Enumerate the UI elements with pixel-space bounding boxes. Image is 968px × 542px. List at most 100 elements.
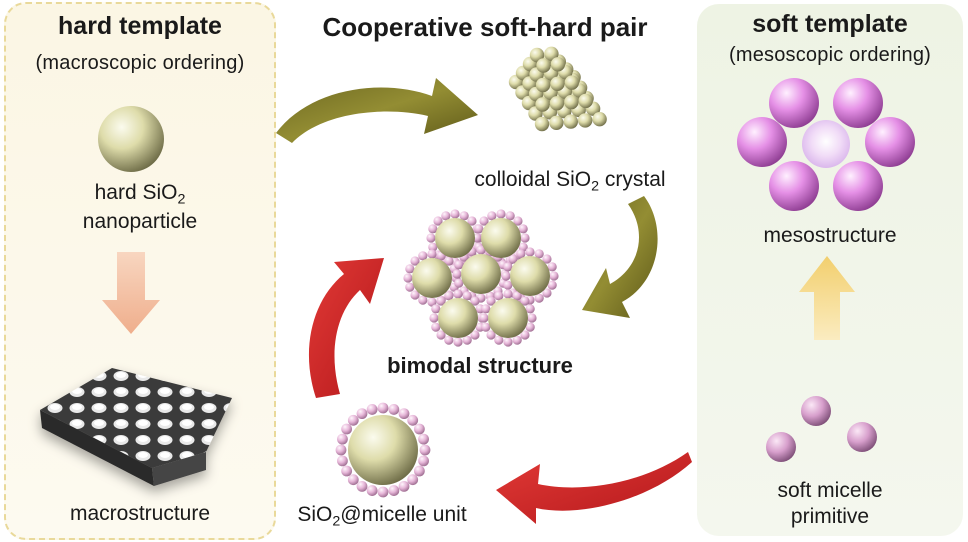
micelle-shell-bead <box>410 256 420 266</box>
micelle-shell-bead <box>547 280 557 290</box>
crystal-sphere <box>578 93 593 109</box>
hard-particle-label: hard SiO2 <box>94 181 186 208</box>
micelle-shell-bead <box>467 216 477 226</box>
unit-micelle-bead <box>418 455 429 467</box>
micelle-shell-bead <box>454 260 464 270</box>
micelle-shell-bead <box>534 293 544 303</box>
micelle-shell-bead <box>520 330 530 340</box>
micelle-shell-bead <box>454 278 464 288</box>
soft-micelle <box>766 432 796 462</box>
micelle-shell-bead <box>452 269 462 279</box>
crystal-sphere <box>550 76 565 92</box>
micelle-shell-bead <box>405 282 415 292</box>
bimodal-structure <box>403 209 559 347</box>
bimodal-hard-sphere <box>461 254 501 294</box>
unit-micelle-bead <box>398 480 410 492</box>
crystal-sphere <box>536 58 551 73</box>
olive-arrow-to-crystal <box>276 78 478 143</box>
crystal-sphere <box>534 116 550 132</box>
micelle-cylinder <box>737 117 787 167</box>
colloidal-crystal-label: colloidal SiO2 crystal <box>474 168 666 195</box>
micelle-cylinder <box>833 161 883 211</box>
micelle-shell-bead <box>476 245 486 255</box>
crystal-sphere <box>578 113 593 128</box>
micelle-shell-bead <box>487 211 497 221</box>
unit-micelle-bead <box>418 433 429 445</box>
unit-micelle-bead <box>398 408 410 420</box>
micelle-shell-bead <box>441 211 451 221</box>
unit-micelle-bead <box>341 465 353 477</box>
micelle-shell-bead <box>453 289 463 299</box>
micelle-shell-bead <box>427 297 437 307</box>
micelle-shell-bead <box>474 224 484 234</box>
micelle-shell-bead <box>444 256 454 266</box>
red-arrow-to-bimodal <box>308 258 384 398</box>
crystal-sphere <box>564 94 579 110</box>
micelle-shell-bead <box>486 330 496 340</box>
micelle-shell-bead <box>444 291 454 301</box>
unit-micelle-bead <box>356 408 368 420</box>
micelle-shell-bead <box>512 335 522 345</box>
unit-micelle-bead <box>341 423 353 435</box>
micelle-shell-bead <box>431 304 441 314</box>
micelle-shell-bead <box>453 337 463 347</box>
micelle-shell-bead <box>479 216 489 226</box>
unit-micelle-bead <box>337 455 348 467</box>
micelle-cylinder-center <box>802 120 850 168</box>
unit-hard-sphere <box>348 415 418 485</box>
micelle-shell-bead <box>503 337 513 347</box>
micelle-shell-bead <box>470 330 480 340</box>
crystal-sphere <box>563 114 578 129</box>
micelle-shell-bead <box>547 262 557 272</box>
bimodal-hard-sphere <box>435 218 475 258</box>
micelle-shell-bead <box>428 224 438 234</box>
macrostructure-image <box>40 368 232 486</box>
micelle-cylinder <box>833 78 883 128</box>
unit-micelle-bead <box>366 404 378 415</box>
unit-micelle-bead <box>388 485 400 496</box>
crystal-sphere <box>535 77 551 93</box>
unit-micelle-bead <box>356 480 368 492</box>
crystal-sphere <box>535 97 550 112</box>
bimodal-hard-sphere <box>412 258 452 298</box>
unit-micelle-bead <box>337 433 348 445</box>
micelle-shell-bead <box>512 291 522 301</box>
bimodal-hard-sphere <box>488 298 528 338</box>
sio2-micelle-unit-label: SiO2@micelle unit <box>297 503 467 530</box>
macrostructure-label: macrostructure <box>69 502 211 525</box>
micelle-shell-bead <box>462 291 472 301</box>
micelle-shell-bead <box>542 254 552 264</box>
bimodal-hard-sphere <box>438 298 478 338</box>
micelle-shell-bead <box>450 209 460 219</box>
soft-template-title: soft template <box>752 10 908 38</box>
micelle-shell-bead <box>436 330 446 340</box>
micelle-shell-bead <box>486 296 496 306</box>
micelle-shell-bead <box>481 322 491 332</box>
micelle-shell-bead <box>427 249 437 259</box>
micelle-shell-bead <box>403 273 413 283</box>
hard-template-subtitle: (macroscopic ordering) <box>35 52 245 74</box>
micelle-shell-bead <box>470 296 480 306</box>
bimodal-hard-sphere <box>510 256 550 296</box>
hard-template-title: hard template <box>58 12 222 40</box>
sio2-micelle-unit <box>335 402 431 498</box>
micelle-shell-bead <box>520 233 530 243</box>
micelle-shell-bead <box>534 249 544 259</box>
unit-micelle-bead <box>413 465 425 477</box>
micelle-shell-bead <box>518 224 528 234</box>
unit-micelle-bead <box>388 404 400 415</box>
unit-micelle-bead <box>366 485 378 496</box>
soft-micelle <box>847 422 877 452</box>
olive-arrow-to-bimodal <box>582 196 658 318</box>
micelle-cylinder <box>865 117 915 167</box>
micelle-shell-bead <box>418 251 428 261</box>
micelle-shell-bead <box>516 249 526 259</box>
soft-template-subtitle: (mesoscopic ordering) <box>728 44 932 66</box>
micelle-shell-bead <box>444 335 454 345</box>
micelle-shell-bead <box>436 296 446 306</box>
micelle-shell-bead <box>527 313 537 323</box>
micelle-shell-bead <box>525 322 535 332</box>
micelle-shell-bead <box>513 216 523 226</box>
micelle-shell-bead <box>525 304 535 314</box>
micelle-shell-bead <box>426 233 436 243</box>
